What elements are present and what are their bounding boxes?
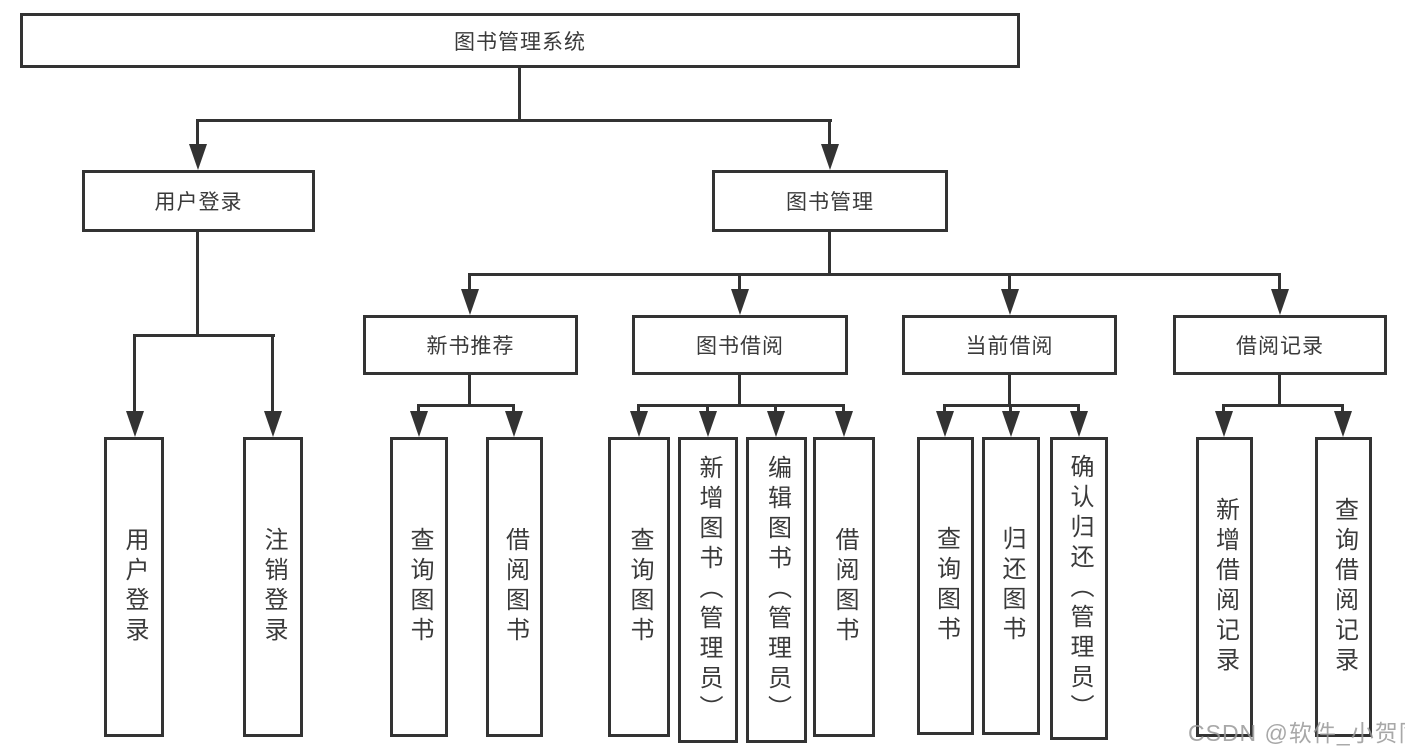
arrow-down-icon: [264, 411, 282, 437]
connector-drop: [1341, 404, 1344, 414]
node-label: 当前借阅: [965, 335, 1054, 358]
node-user-login: 用户登录: [82, 170, 315, 232]
arrow-down-icon: [731, 289, 749, 315]
node-leaf-current-confirm-return-admin: 确认归还（管理员）: [1050, 437, 1108, 740]
watermark: CSDN @软件_小贺同学: [1188, 720, 1405, 746]
connector-drop: [706, 404, 709, 414]
connector-rail-level3: [468, 273, 1281, 276]
arrow-down-icon: [505, 411, 523, 437]
connector-stem-book-management: [828, 232, 831, 276]
connector-drop-user-login: [196, 119, 199, 149]
node-leaf-borrowing-borrow-books: 借阅图书: [813, 437, 875, 737]
node-label: 图书借阅: [696, 335, 784, 358]
node-book-borrowing: 图书借阅: [632, 315, 848, 375]
node-label: 借阅图书: [501, 527, 529, 647]
node-label: 归还图书: [998, 526, 1025, 646]
arrow-down-icon: [126, 411, 144, 437]
arrow-down-icon: [1215, 411, 1233, 437]
connector-stem-borrowing-records: [1278, 375, 1281, 407]
connector-drop-new-book-recommend: [468, 273, 471, 293]
arrow-down-icon: [767, 411, 785, 437]
node-label: 查询图书: [626, 527, 653, 647]
node-book-management: 图书管理: [712, 170, 948, 232]
node-label: 用户登录: [154, 191, 243, 214]
node-label: 图书管理系统: [454, 30, 586, 54]
node-current-borrowing: 当前借阅: [902, 315, 1117, 375]
node-new-book-recommend: 新书推荐: [363, 315, 578, 375]
node-label: 编辑图书（管理员）: [763, 455, 791, 725]
connector-drop-borrowing-records: [1278, 273, 1281, 293]
node-label: 新书推荐: [426, 335, 515, 358]
node-leaf-records-add-record: 新增借阅记录: [1196, 437, 1253, 737]
connector-rail-level2: [196, 119, 832, 122]
node-leaf-current-return-books: 归还图书: [982, 437, 1040, 735]
node-leaf-borrowing-query-books: 查询图书: [608, 437, 670, 737]
connector-stem-root: [518, 68, 521, 122]
node-borrowing-records: 借阅记录: [1173, 315, 1387, 375]
connector-rail-borrowing-records: [1222, 404, 1344, 407]
connector-drop: [943, 404, 946, 414]
node-leaf-borrowing-edit-books-admin: 编辑图书（管理员）: [746, 437, 807, 743]
connector-drop: [1222, 404, 1225, 414]
node-leaf-recommend-query-books: 查询图书: [390, 437, 448, 737]
node-leaf-logout: 注销登录: [243, 437, 303, 737]
arrow-down-icon: [1001, 289, 1019, 315]
node-label: 新增借阅记录: [1211, 497, 1239, 677]
node-label: 查询图书: [406, 527, 433, 647]
node-label: 借阅记录: [1236, 335, 1324, 358]
node-leaf-recommend-borrow-books: 借阅图书: [486, 437, 543, 737]
node-leaf-borrowing-add-books-admin: 新增图书（管理员）: [678, 437, 738, 743]
arrow-down-icon: [410, 411, 428, 437]
connector-stem-new-book-recommend: [468, 375, 471, 407]
arrow-down-icon: [1002, 411, 1020, 437]
arrow-down-icon: [189, 144, 207, 170]
connector-drop: [417, 404, 420, 414]
connector-rail-user-login: [133, 334, 275, 337]
node-leaf-records-query-record: 查询借阅记录: [1315, 437, 1372, 737]
connector-rail-new-book-recommend: [417, 404, 515, 407]
connector-drop: [774, 404, 777, 414]
node-label: 注销登录: [260, 527, 287, 647]
node-leaf-current-query-books: 查询图书: [917, 437, 974, 735]
arrow-down-icon: [1334, 411, 1352, 437]
connector-drop: [842, 404, 845, 414]
connector-drop-book-management: [828, 119, 831, 149]
node-label: 借阅图书: [831, 527, 858, 647]
arrow-down-icon: [821, 144, 839, 170]
connector-drop-book-borrowing: [738, 273, 741, 293]
node-book-management-system: 图书管理系统: [20, 13, 1020, 68]
connector-drop: [637, 404, 640, 414]
arrow-down-icon: [699, 411, 717, 437]
arrow-down-icon: [1070, 411, 1088, 437]
connector-drop-leaf-user-login: [133, 334, 136, 414]
connector-stem-user-login: [196, 232, 199, 337]
arrow-down-icon: [630, 411, 648, 437]
node-label: 用户登录: [121, 527, 148, 647]
arrow-down-icon: [1271, 289, 1289, 315]
node-label: 新增图书（管理员）: [695, 455, 722, 725]
connector-drop: [512, 404, 515, 414]
node-label: 确认归还（管理员）: [1066, 453, 1093, 724]
node-label: 查询图书: [932, 526, 960, 646]
node-label: 查询借阅记录: [1330, 497, 1358, 677]
arrow-down-icon: [835, 411, 853, 437]
connector-drop-leaf-logout: [271, 334, 274, 414]
connector-drop-current-borrowing: [1008, 273, 1011, 293]
node-leaf-user-login: 用户登录: [104, 437, 164, 737]
connector-stem-current-borrowing: [1008, 375, 1011, 407]
connector-drop: [1009, 404, 1012, 414]
connector-drop: [1077, 404, 1080, 414]
arrow-down-icon: [936, 411, 954, 437]
connector-stem-book-borrowing: [738, 375, 741, 407]
arrow-down-icon: [461, 289, 479, 315]
connector-rail-book-borrowing: [637, 404, 845, 407]
node-label: 图书管理: [786, 191, 874, 214]
